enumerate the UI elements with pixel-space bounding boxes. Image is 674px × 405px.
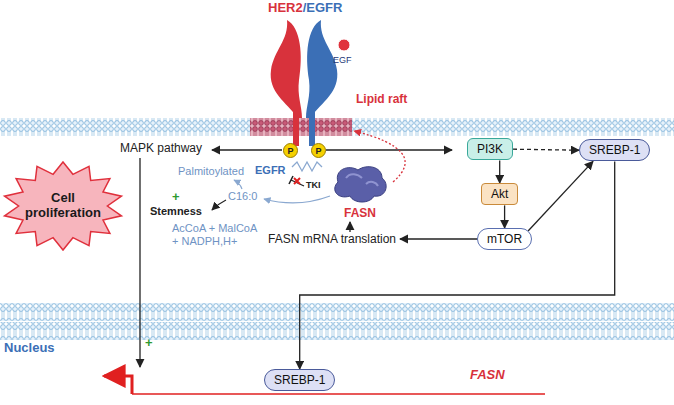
protein-label: EGFR xyxy=(255,164,286,177)
egfr-receptor xyxy=(306,20,337,118)
pathway-label: MAPK pathway xyxy=(120,142,202,156)
ligand-label: EGF xyxy=(333,55,352,65)
egf-ligand xyxy=(338,39,350,51)
connector xyxy=(300,161,615,369)
starburst-outline xyxy=(5,162,122,250)
lipid-label: C16:0 xyxy=(228,190,257,203)
connector xyxy=(528,161,593,231)
plasma-membrane xyxy=(0,118,674,136)
substrate-label: AcCoA + MalCoA + NADPH,H+ xyxy=(172,222,258,247)
node-text: Akt xyxy=(491,187,508,201)
phospho-circle: P xyxy=(283,143,298,158)
her2-receptor xyxy=(271,20,302,118)
arrow xyxy=(326,149,452,150)
connector xyxy=(504,205,505,228)
process-box: SREBP-1 xyxy=(264,369,335,391)
title-part: /EGFR xyxy=(303,1,343,16)
note-label: Palmitoylated xyxy=(178,165,244,178)
node-text: PI3K xyxy=(477,142,503,156)
fasn-protein xyxy=(328,162,392,204)
compartment-label: Nucleus xyxy=(4,341,55,356)
process-box: SREBP-1 xyxy=(579,139,650,161)
effect-label: Stemness xyxy=(150,205,202,218)
fasn-blob xyxy=(335,167,386,202)
node-text: mTOR xyxy=(487,232,522,246)
connector xyxy=(499,160,500,183)
promoter-arrow xyxy=(104,376,132,394)
title-part: HER2 xyxy=(268,1,303,16)
node-text: SREBP-1 xyxy=(274,373,325,387)
process-box: mTOR xyxy=(477,228,532,250)
node-text: P xyxy=(287,146,293,156)
translation-arrow xyxy=(400,238,478,239)
process-box: Akt xyxy=(481,183,518,205)
plus-sign: + xyxy=(145,336,153,351)
arrow xyxy=(212,149,282,150)
drug-label: TKI xyxy=(306,180,321,190)
palmitate-chain xyxy=(292,162,322,171)
mapk-arrow xyxy=(139,158,140,367)
node-text: FASN xyxy=(344,207,376,220)
nuclear-membrane xyxy=(0,303,674,321)
connector xyxy=(513,149,579,150)
lipid-raft xyxy=(250,118,352,136)
inhibition-bar xyxy=(289,176,293,184)
fasn-highlight xyxy=(346,174,378,186)
egfr-stalk xyxy=(309,112,315,146)
node-text: Cell proliferation xyxy=(25,191,101,221)
translation-arrow xyxy=(349,222,350,232)
gene-line xyxy=(132,393,545,395)
plus-sign: + xyxy=(172,190,180,205)
process-box: PI3K xyxy=(467,138,513,160)
node-text: P xyxy=(315,146,321,156)
stemness-arrow xyxy=(212,200,226,210)
process-label: FASN mRNA translation xyxy=(268,233,396,247)
nuclear-membrane xyxy=(0,322,674,340)
palmitoylation-arrow xyxy=(234,180,242,189)
phospho-circle: P xyxy=(311,143,326,158)
her2-stalk xyxy=(293,112,299,146)
product-arrow xyxy=(264,196,330,203)
red-cross xyxy=(294,178,300,184)
node-text: SREBP-1 xyxy=(589,143,640,157)
raft-label: Lipid raft xyxy=(356,93,407,107)
enzyme-blob: FASN xyxy=(328,162,392,220)
starburst: Cell proliferation xyxy=(1,160,125,252)
gene-label: FASN xyxy=(470,368,505,383)
